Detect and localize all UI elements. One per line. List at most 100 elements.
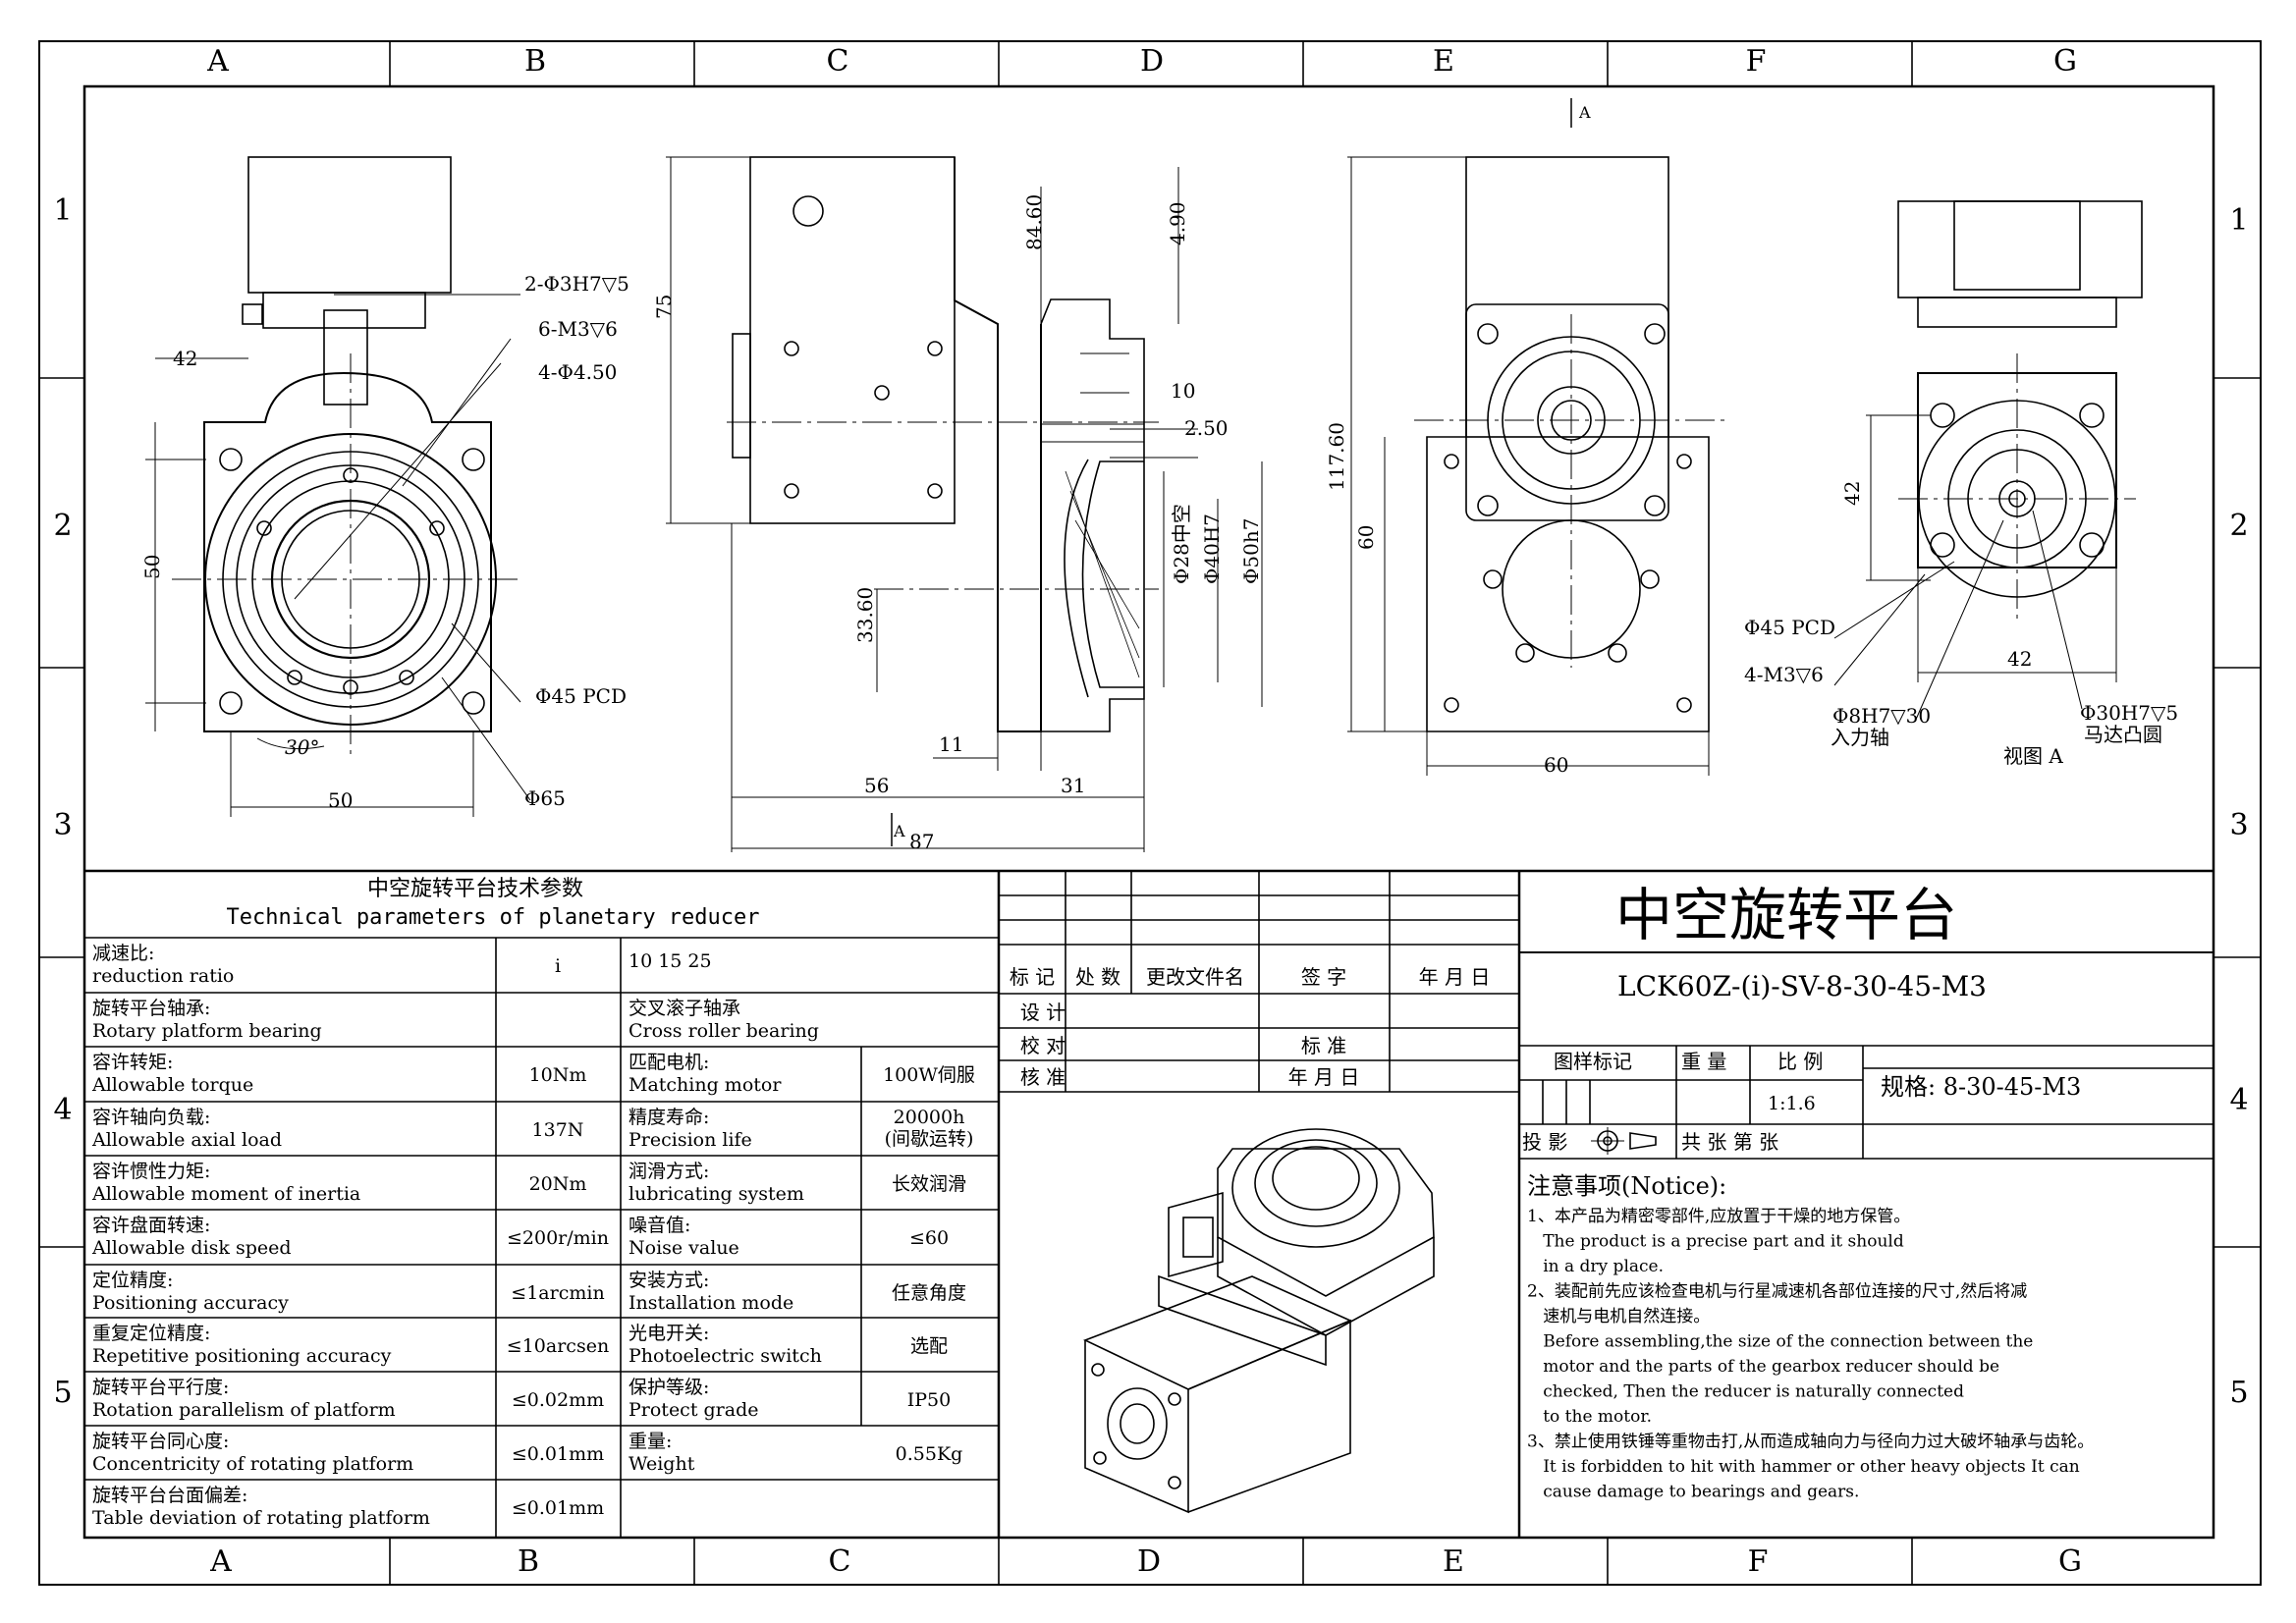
tech-row-label-cn: 减速比: [92,943,154,964]
rev-header-file: 更改文件名 [1146,965,1244,989]
side-dim-87: 87 [909,830,934,853]
zone-col-bottom-b: B [518,1544,539,1579]
tech-row-label-cn: 重复定位精度: [92,1323,210,1344]
back-dim-60-horizontal: 60 [1544,753,1568,777]
zone-row-right-5: 5 [2229,1376,2248,1410]
tech-row-label-en: Concentricity of rotating platform [92,1453,413,1475]
back-view [1347,98,1728,776]
side-dim-hollow-28: Φ28中空 [1170,504,1193,584]
tech-row-label-cn: 旋转平台同心度: [92,1431,229,1452]
side-view [666,156,1263,852]
side-dim-31: 31 [1061,774,1085,797]
tech-row-label2-cn: 精度寿命: [629,1107,709,1128]
tech-table-title-cn: 中空旋转平台技术参数 [367,877,583,901]
front-dim-mounting-holes: 4-Φ4.50 [538,360,617,384]
tech-table-grid [84,869,2214,1538]
zone-col-bottom-e: E [1443,1544,1464,1579]
tech-row-value: ≤200r/min [507,1227,609,1249]
front-dim-pcd: Φ45 PCD [535,684,627,708]
tech-row-value2-sub: (间歇运转) [885,1128,974,1150]
rev-row-design: 设 计 [1020,1001,1066,1024]
tech-row-label-cn: 容许轴向负载: [92,1107,210,1128]
tech-row-label2-en: Photoelectric switch [629,1345,822,1367]
tech-row-value: ≤0.01mm [512,1497,604,1519]
zone-row-left-5: 5 [53,1376,72,1410]
tech-row-value2: 选配 [910,1335,948,1357]
view-a-dim-motor-pilot: Φ30H7▽5 [2080,701,2178,725]
view-a-dim-42-vertical: 42 [1840,481,1864,506]
tech-row-label2-en: Installation mode [629,1292,793,1314]
zone-col-top-g: G [2053,44,2077,79]
tech-row-label2-en: lubricating system [629,1183,804,1205]
back-view-label-a: A [1578,103,1591,122]
isometric-view [1082,1128,1435,1514]
side-dim-84-60: 84.60 [1022,194,1046,250]
tech-row-label2-cn: 重量: [629,1431,672,1452]
tech-row-value2: ≤60 [909,1227,949,1249]
view-a-dim-m3-holes: 4-M3▽6 [1744,663,1824,686]
notice-line: 速机与电机自然连接。 [1527,1307,1710,1326]
zone-row-right-2: 2 [2229,509,2248,543]
tech-row-label2-cn: 噪音值: [629,1215,690,1236]
tech-row-value2: 长效润滑 [892,1173,966,1195]
view-a [1833,200,2143,723]
side-dim-4-90: 4.90 [1166,201,1189,245]
tech-row-label-en: reduction ratio [92,965,234,987]
notice-lines: 1、本产品为精密零部件,应放置于干燥的地方保管。 The product is … [1527,1207,2094,1502]
tech-row-label-cn: 容许转矩: [92,1052,173,1073]
front-dim-holes-a: 2-Φ3H7▽5 [524,272,629,296]
tech-row-label-en: Allowable disk speed [91,1237,292,1259]
front-dim-50-horizontal: 50 [328,788,353,812]
tech-row-label-en: Allowable axial load [91,1129,282,1151]
tech-row-label2-en: Protect grade [629,1399,758,1421]
scale-label: 比 例 [1777,1050,1823,1073]
notice-line: Before assembling,the size of the connec… [1527,1332,2033,1352]
rev-row-check: 校 对 [1020,1034,1066,1057]
tech-row-label-cn: 定位精度: [92,1270,173,1291]
view-a-caption: 视图 A [2003,744,2063,768]
zone-col-top-f: F [1746,44,1767,79]
tech-row-label-cn: 容许盘面转速: [92,1215,210,1236]
tech-row-label2-en: Noise value [629,1237,739,1259]
tech-row-label2-cn: 保护等级: [629,1377,709,1398]
tech-row-label2-cn: 匹配电机: [629,1052,709,1073]
view-a-dim-pcd: Φ45 PCD [1744,616,1835,639]
rev-row-approve: 核 准 [1020,1065,1066,1089]
sheet-frame [38,40,2262,1586]
tech-row-label-en: Positioning accuracy [92,1292,289,1314]
title-block-grid [1519,951,2214,1160]
side-dim-11: 11 [939,732,963,756]
tech-row-value2: 0.55Kg [896,1443,963,1465]
notice-line: in a dry place. [1527,1257,1664,1276]
notice-line: cause damage to bearings and gears. [1527,1483,1859,1502]
notice-line: It is forbidden to hit with hammer or ot… [1527,1457,2080,1477]
side-dim-56: 56 [864,774,889,797]
notice-line: 3、禁止使用铁锤等重物击打,从而造成轴向力与径向力过大破坏轴承与齿轮。 [1527,1432,2094,1452]
zone-col-bottom-c: C [829,1544,851,1579]
model-number: LCK60Z-(i)-SV-8-30-45-M3 [1617,970,1987,1002]
notice-line: The product is a precise part and it sho… [1527,1232,1904,1252]
scale-value: 1:1.6 [1768,1093,1816,1114]
zone-col-bottom-d: D [1137,1544,1161,1579]
tech-row-value: ≤10arcsen [507,1335,609,1357]
side-dim-50h7: Φ50h7 [1239,518,1263,584]
tech-table-title-en: Technical parameters of planetary reduce… [226,905,759,930]
rev-row-approve-date: 年 月 日 [1288,1065,1360,1089]
tech-row-label2-en: Cross roller bearing [629,1020,819,1042]
tech-row-value: 10Nm [529,1064,587,1086]
view-a-dim-input-bore: Φ8H7▽30 [1832,704,1931,728]
tech-row-label-cn: 旋转平台平行度: [92,1377,229,1398]
rev-row-standard: 标 准 [1301,1034,1346,1057]
zone-col-top-a: A [206,44,229,79]
front-dim-angle: 30° [285,735,319,759]
rev-header-count: 处 数 [1075,965,1121,989]
zone-col-bottom-f: F [1748,1544,1769,1579]
projection-label: 投 影 [1522,1130,1567,1154]
tech-row-label2-cn: 安装方式: [629,1270,709,1291]
notice-line: 2、装配前先应该检查电机与行星减速机各部位连接的尺寸,然后将减 [1527,1282,2027,1302]
tech-row-label-en: Rotary platform bearing [92,1020,322,1042]
rev-header-date: 年 月 日 [1419,965,1491,989]
tech-row-value: 137N [532,1119,584,1141]
